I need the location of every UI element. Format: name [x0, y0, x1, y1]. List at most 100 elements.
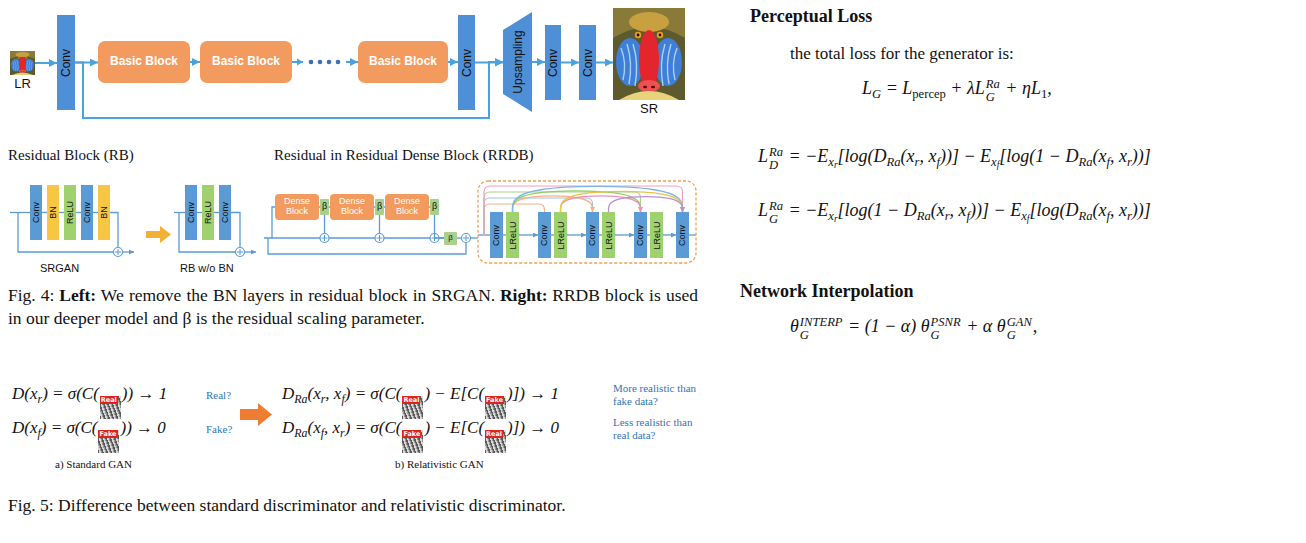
math-text: ) = σ(C(	[42, 384, 99, 403]
math-text: (x	[1092, 200, 1106, 220]
basic-block: Basic Block	[200, 41, 292, 83]
caption-bold: Left:	[59, 285, 96, 305]
layer-label: LReLU	[652, 221, 661, 249]
image-tag: Real	[402, 396, 420, 404]
layer-label: Basic Block	[212, 55, 280, 68]
image-label: SR	[613, 102, 685, 116]
superscript: GAN	[1007, 316, 1032, 329]
layer-label: Conv	[221, 202, 230, 223]
layer-label: β	[377, 202, 382, 212]
math-text: D	[282, 384, 294, 403]
math-text: )) → 0	[120, 418, 165, 437]
math-text: [log(D	[838, 146, 887, 166]
math-text: = −E	[784, 146, 828, 166]
script-pair: RaG	[769, 200, 783, 226]
connector	[663, 234, 676, 235]
layer-label: β	[322, 202, 327, 212]
math-text: ))]	[1132, 146, 1151, 166]
math-text: [log(1 − D	[838, 200, 917, 220]
math-text: (x	[1092, 146, 1106, 166]
text: a) Standard GAN	[55, 458, 132, 470]
math-text: , x	[950, 200, 967, 220]
layer-label: Conv	[32, 202, 41, 223]
math-text: = (1 − α) θ	[844, 316, 930, 336]
layer-label: β	[448, 234, 453, 243]
text: Fig. 5: Difference between standard disc…	[8, 495, 566, 515]
subscript: G	[986, 91, 1000, 104]
block-name: SRGAN	[40, 262, 79, 275]
math-text: [log(D	[1029, 200, 1078, 220]
math-text: ,	[1047, 78, 1052, 98]
subscript: r	[915, 155, 920, 169]
subscript: G	[1007, 329, 1032, 342]
caption-text: Fig. 4:	[8, 285, 54, 305]
layer-label: LReLU	[508, 221, 517, 249]
bn-layer: BN	[47, 185, 59, 240]
image-thumbnail: Fake	[98, 430, 119, 453]
image-thumbnail: Fake	[402, 430, 423, 453]
math-text: θ	[790, 316, 799, 336]
basic-block: Basic Block	[98, 41, 190, 83]
connector	[435, 215, 445, 238]
layer-label: Conv	[547, 48, 559, 76]
superscript: Ra	[769, 200, 783, 213]
connector	[35, 62, 57, 64]
section-heading: Network Interpolation	[740, 281, 914, 303]
connector	[561, 191, 683, 212]
math-text: = L	[881, 78, 912, 98]
layer-label: Dense Block	[330, 197, 374, 217]
math-text: L	[862, 78, 872, 98]
connector	[561, 196, 641, 212]
layer-label: Conv	[60, 48, 72, 76]
layer-label: Conv	[582, 48, 594, 76]
layer-label: BN	[100, 206, 109, 219]
math-text: + ηL	[1001, 78, 1041, 98]
script-pair: RaD	[769, 146, 783, 172]
equation: D(xf) = σ(C(Fake)) → 0	[12, 418, 166, 453]
annotation: Fake?	[206, 423, 232, 436]
subscript: r	[945, 209, 950, 223]
image-tag: Real	[485, 430, 503, 438]
section-heading: Perceptual Loss	[750, 6, 872, 28]
math-text: ) − E[C(	[424, 418, 484, 437]
layer-label: LReLU	[604, 221, 613, 249]
math-text: D	[282, 418, 294, 437]
subscript: r	[321, 392, 326, 406]
connector	[513, 196, 593, 212]
subscript: r	[1127, 155, 1132, 169]
math-text: + λL	[946, 78, 985, 98]
figure-caption: Fig. 5: Difference between standard disc…	[8, 495, 566, 516]
beta-scale: β	[375, 199, 384, 215]
text: the total loss for the generator is:	[790, 44, 1014, 63]
section-heading: Residual in Residual Dense Block (RRDB)	[274, 146, 534, 164]
layer-label: Conv	[187, 202, 196, 223]
connector	[596, 62, 613, 64]
equation: θINTERPG = (1 − α) θPSNRG + α θGANG,	[790, 316, 1037, 342]
connector	[567, 234, 586, 235]
text: Network Interpolation	[740, 281, 914, 301]
relu-layer: ReLU	[64, 185, 76, 240]
equation: D(xr) = σ(C(Real)) → 1	[12, 384, 167, 419]
subscript: f	[936, 155, 940, 169]
math-text: (x	[308, 384, 321, 403]
conv-layer: Conv	[81, 185, 93, 240]
connector	[292, 61, 358, 63]
subscript: Ra	[1078, 209, 1092, 223]
subscript: Ra	[294, 426, 307, 440]
image-tag: Fake	[485, 396, 504, 404]
layer-label: ReLU	[66, 201, 75, 224]
math-text: (x	[901, 146, 915, 166]
math-text: ) = σ(C(	[345, 384, 402, 403]
math-text: ) = σ(C(	[345, 418, 402, 437]
math-text: , x	[325, 384, 341, 403]
image-thumbnail: Real	[402, 396, 423, 419]
math-text: ))] − E	[970, 200, 1021, 220]
subscript: r	[834, 214, 838, 224]
input-image: LR	[10, 51, 35, 75]
text: Fake?	[206, 423, 232, 435]
layer-label: Conv	[83, 202, 92, 223]
conv-layer: Conv	[634, 212, 647, 258]
dense-block: Dense Block	[275, 194, 319, 220]
script-pair: PSNRG	[931, 316, 961, 342]
image-thumbnail: Real	[100, 396, 121, 419]
